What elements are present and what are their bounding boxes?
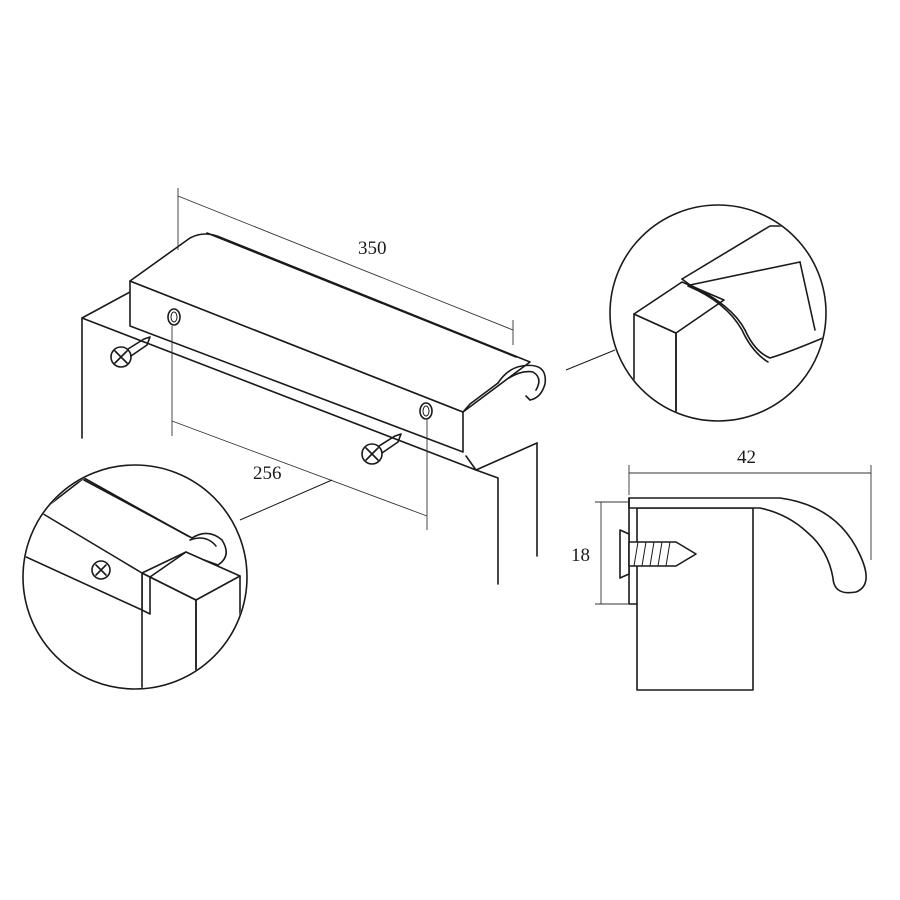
detail-view-bottom: [22, 464, 333, 690]
dimension-depth: 42: [628, 447, 872, 560]
mounting-hole-right: [419, 402, 433, 420]
dimension-hole-spacing: 256: [171, 326, 428, 530]
dimension-length: 350: [177, 188, 514, 345]
panel-section: [636, 507, 754, 691]
screw-right: [361, 433, 402, 465]
detail-view-top: [565, 204, 827, 422]
cabinet-panel: [81, 291, 538, 585]
dimension-thickness: 18: [571, 501, 629, 605]
mounting-hole-left: [167, 308, 181, 326]
dimension-depth-label: 42: [737, 447, 756, 468]
screw-left: [110, 336, 151, 368]
dimension-hole-spacing-label: 256: [253, 463, 282, 484]
edge-pull-handle: [129, 232, 547, 453]
dimension-length-label: 350: [358, 238, 387, 259]
screw-section: [619, 529, 697, 579]
dimension-thickness-label: 18: [571, 545, 590, 566]
main-isometric-view: 350 256: [81, 188, 547, 585]
side-section-view: 42 18: [571, 447, 872, 691]
